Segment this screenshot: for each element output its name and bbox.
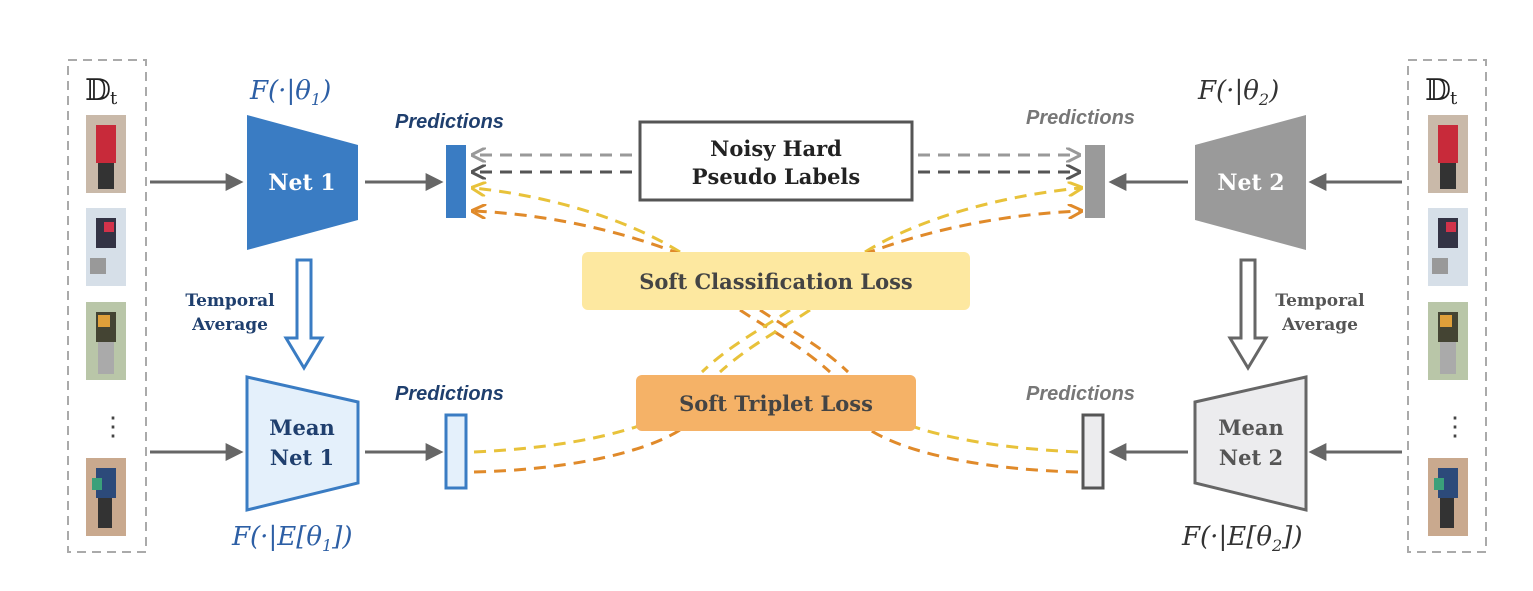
- left-person-image-4: [86, 458, 126, 536]
- left-ellipsis: ⋮: [100, 412, 126, 442]
- right-dataset-subscript: t: [1450, 88, 1458, 109]
- right-person-image-2: [1428, 208, 1468, 286]
- soft-triplet-loss-box: Soft Triplet Loss: [636, 375, 916, 431]
- prediction-bar-mean-net1: [444, 413, 468, 490]
- left-dataset-panel: 𝔻 t ⋮: [67, 59, 147, 553]
- left-person-image-1: [86, 115, 126, 193]
- soft-loss-curves: [474, 188, 1080, 474]
- net1-param: F(·|θ1): [249, 76, 331, 109]
- temporal-average-left-line1: Temporal: [185, 291, 275, 311]
- soft-classification-loss-box: Soft Classification Loss: [582, 252, 970, 310]
- prediction-bar-net1: [446, 145, 466, 218]
- mean-net1-block: Mean Net 1: [245, 375, 360, 512]
- temporal-average-right-line2: Average: [1281, 315, 1358, 335]
- net2-param: F(·|θ2): [1197, 76, 1279, 109]
- mean-net1-line2: Net 1: [270, 445, 334, 470]
- predictions-label-bottom-left: Predictions: [395, 383, 504, 405]
- right-dataset-symbol: 𝔻: [1425, 73, 1451, 108]
- mean-net2-line2: Net 2: [1219, 445, 1283, 470]
- net2-label: Net 2: [1217, 170, 1284, 196]
- temporal-average-right-line1: Temporal: [1275, 291, 1365, 311]
- soft-classification-loss-label: Soft Classification Loss: [639, 269, 912, 294]
- prediction-bar-net2: [1085, 145, 1105, 218]
- mean-net2-block: Mean Net 2: [1193, 375, 1308, 512]
- soft-triplet-loss-label: Soft Triplet Loss: [679, 391, 873, 416]
- mean-net2-param: F(·|E[θ2]): [1181, 522, 1302, 555]
- left-person-image-2: [86, 208, 126, 286]
- net1-block: Net 1: [247, 115, 358, 250]
- right-person-image-1: [1428, 115, 1468, 193]
- noisy-line2: Pseudo Labels: [692, 164, 860, 189]
- predictions-label-top-left: Predictions: [395, 111, 504, 133]
- predictions-label-top-right: Predictions: [1026, 107, 1135, 129]
- noisy-pseudo-labels-box: Noisy Hard Pseudo Labels: [638, 120, 914, 202]
- left-dataset-subscript: t: [110, 88, 118, 109]
- noisy-line1: Noisy Hard: [710, 136, 842, 161]
- temporal-average-left-line2: Average: [191, 315, 268, 335]
- mean-net1-line1: Mean: [269, 415, 334, 440]
- right-person-image-3: [1428, 302, 1468, 380]
- temporal-average-arrow-right: [1227, 258, 1269, 371]
- right-person-image-4: [1428, 458, 1468, 536]
- prediction-bar-mean-net2: [1081, 413, 1105, 490]
- left-person-image-3: [86, 302, 126, 380]
- predictions-label-bottom-right: Predictions: [1026, 383, 1135, 405]
- right-dataset-panel: 𝔻 t ⋮: [1407, 59, 1487, 553]
- net2-block: Net 2: [1195, 115, 1306, 250]
- net1-label: Net 1: [268, 170, 335, 196]
- mean-net1-param: F(·|E[θ1]): [231, 522, 352, 555]
- mean-net2-line1: Mean: [1218, 415, 1283, 440]
- right-ellipsis: ⋮: [1442, 412, 1468, 442]
- left-dataset-symbol: 𝔻: [85, 73, 111, 108]
- temporal-average-arrow-left: [283, 258, 325, 371]
